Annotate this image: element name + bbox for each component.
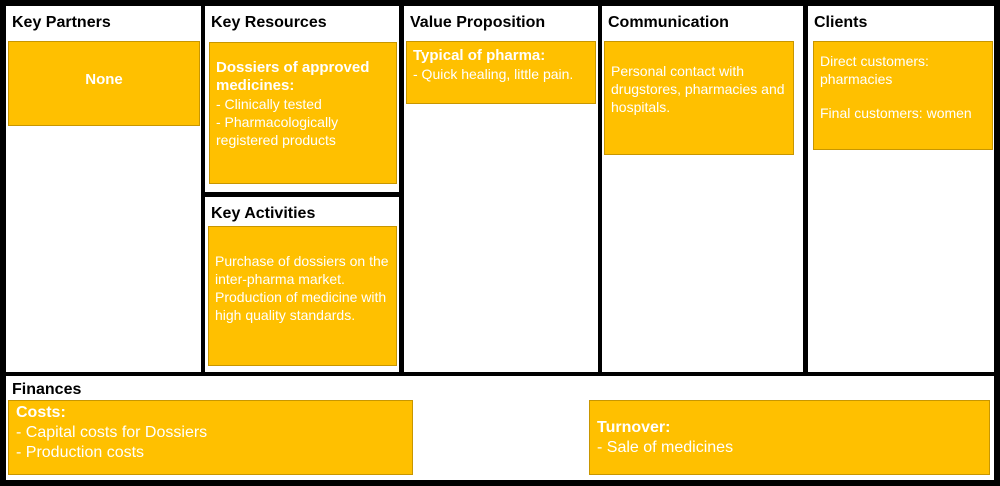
costs-note: Costs: - Capital costs for Dossiers - Pr… [8,400,413,475]
key-activities-note: Purchase of dossiers on the inter-pharma… [208,226,397,366]
communication-cell: Communication Personal contact with drug… [602,6,803,372]
value-proposition-title: Value Proposition [410,14,546,31]
finances-title: Finances [12,381,82,398]
clients-title: Clients [814,14,868,31]
clients-note-line: Final customers: women [820,105,972,121]
costs-note-line: - Capital costs for Dossiers [16,424,208,441]
turnover-note-line: - Sale of medicines [597,439,734,456]
costs-note-head: Costs: [16,404,66,421]
turnover-note-head: Turnover: [597,419,671,436]
value-proposition-note-head: Typical of pharma: [413,47,546,64]
key-resources-note-line: - Pharmacologically registered products [216,114,339,148]
value-proposition-note-line: - Quick healing, little pain. [413,66,574,82]
key-resources-note-line: - Clinically tested [216,96,322,112]
key-activities-title: Key Activities [211,205,316,222]
turnover-note: Turnover: - Sale of medicines [589,400,990,475]
key-partners-note-text: None [85,70,123,88]
finances-cell: Finances Costs: - Capital costs for Doss… [6,376,994,480]
key-partners-note: None [8,41,200,126]
clients-cell: Clients Direct customers: pharmacies Fin… [808,6,994,372]
costs-note-line: - Production costs [16,444,145,461]
clients-note: Direct customers: pharmacies Final custo… [813,41,993,150]
key-resources-cell: Key Resources Dossiers of approved medic… [205,6,399,192]
value-proposition-cell: Value Proposition Typical of pharma: - Q… [404,6,598,372]
key-partners-title: Key Partners [12,14,111,31]
communication-note-text: Personal contact with drugstores, pharma… [611,63,785,115]
key-resources-note-head: Dossiers of approved medicines: [216,59,370,94]
key-resources-title: Key Resources [211,14,327,31]
clients-note-line: Direct customers: pharmacies [820,53,929,87]
key-partners-cell: Key Partners None [6,6,201,372]
communication-title: Communication [608,14,729,31]
key-resources-note: Dossiers of approved medicines: - Clinic… [209,42,397,184]
communication-note: Personal contact with drugstores, pharma… [604,41,794,155]
value-proposition-note: Typical of pharma: - Quick healing, litt… [406,41,596,104]
key-activities-note-text: Purchase of dossiers on the inter-pharma… [215,253,389,323]
key-activities-cell: Key Activities Purchase of dossiers on t… [205,197,399,372]
